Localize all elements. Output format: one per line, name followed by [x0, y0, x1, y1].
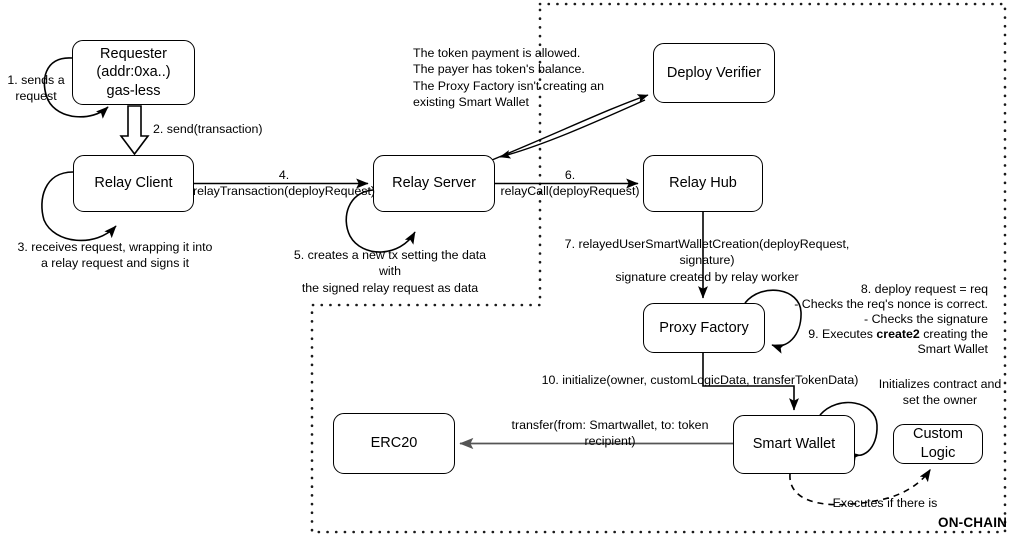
annotation-executes-note: Executes if there is [832, 496, 938, 510]
node-smart-wallet[interactable]: Smart Wallet [733, 415, 855, 474]
annotation-step-5: 5. creates a new tx setting the data wit… [293, 248, 487, 295]
annotation-step-1: 1. sends a request [7, 73, 65, 104]
node-custom-logic-label: Custom Logic [913, 426, 963, 461]
annotation-step-4: 4. relayTransaction(deployRequest) [192, 168, 376, 199]
node-requester[interactable]: Requester (addr:0xa..) gas-less [72, 40, 195, 105]
step-9-text-post: creating the [919, 327, 988, 341]
edge-send-transaction [119, 105, 150, 156]
step-9-create2-keyword: create2 [876, 327, 920, 341]
node-relay-server-label: Relay Server [392, 175, 476, 192]
node-requester-label: Requester (addr:0xa..) gas-less [96, 45, 171, 99]
annotation-step-8-line-2: - Checks the req's nonce is correct. [794, 297, 988, 311]
node-relay-client-label: Relay Client [94, 175, 173, 192]
annotation-step-9-executes: 9. Executes create2 creating the [775, 326, 988, 342]
node-erc20-label: ERC20 [370, 435, 418, 452]
on-chain-label: ON-CHAIN [938, 515, 1008, 530]
annotation-deploy-verifier-notes: The token payment is allowed. The payer … [413, 46, 605, 110]
node-relay-hub-label: Relay Hub [669, 175, 737, 192]
annotation-step-6: 6. relayCall(deployRequest) [500, 168, 640, 199]
node-relay-client[interactable]: Relay Client [73, 155, 194, 212]
annotation-step-10: 10. initialize(owner, customLogicData, t… [541, 373, 859, 387]
annotation-step-8-line-3: - Checks the signature [864, 312, 988, 326]
annotation-step-8-line-1: 8. deploy request = req [860, 282, 988, 296]
node-custom-logic[interactable]: Custom Logic [893, 424, 983, 464]
annotation-transfer-label: transfer(from: Smartwallet, to: token re… [511, 418, 709, 449]
node-proxy-factory-label: Proxy Factory [659, 319, 749, 336]
annotation-step-9-line-2: Smart Wallet [917, 342, 988, 356]
node-erc20[interactable]: ERC20 [333, 413, 455, 474]
node-deploy-verifier[interactable]: Deploy Verifier [653, 43, 775, 103]
annotation-step-3: 3. receives request, wrapping it into a … [17, 240, 213, 271]
annotation-step-2: 2. send(transaction) [153, 122, 263, 136]
annotation-step-7: 7. relayedUserSmartWalletCreation(deploy… [564, 237, 850, 284]
step-9-text-pre: 9. Executes [808, 327, 877, 341]
node-deploy-verifier-label: Deploy Verifier [666, 64, 762, 81]
node-proxy-factory[interactable]: Proxy Factory [643, 303, 765, 353]
node-relay-server[interactable]: Relay Server [373, 155, 495, 212]
node-relay-hub[interactable]: Relay Hub [643, 155, 763, 212]
annotation-initializes-note: Initializes contract and set the owner [878, 377, 1002, 408]
node-smart-wallet-label: Smart Wallet [752, 436, 836, 453]
